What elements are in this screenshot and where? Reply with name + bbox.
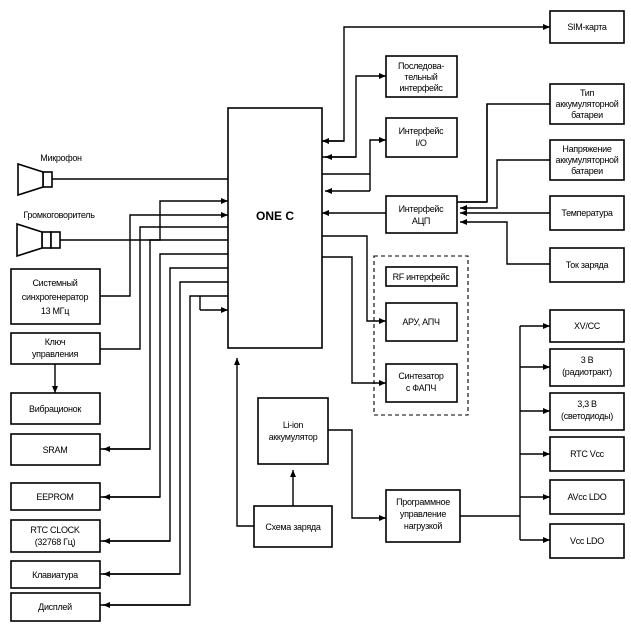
wire-io xyxy=(322,137,386,175)
keyboard-block xyxy=(10,560,101,589)
eeprom-block xyxy=(10,482,101,511)
temperature-label: Температура xyxy=(561,208,613,218)
charge-current-label: Ток заряда xyxy=(566,260,609,270)
wire-oscillator xyxy=(100,212,228,297)
io-label-2: I/O xyxy=(415,138,426,148)
wire-charger-onec xyxy=(234,358,254,527)
battery-voltage-label-1: Напряжение xyxy=(562,144,611,154)
io-label-1: Интерфейс xyxy=(399,126,445,136)
synth-label-2: с ФАПЧ xyxy=(406,383,437,393)
keyboard-label: Клавиатура xyxy=(32,570,78,580)
sim-block xyxy=(549,10,625,44)
serial-label-2: тельный xyxy=(404,72,437,82)
v33-label-1: 3,3 В xyxy=(577,399,597,409)
speaker-icon xyxy=(16,222,61,258)
rtc-vcc-block xyxy=(549,436,625,472)
charge-current-block xyxy=(549,247,625,283)
v33-block xyxy=(549,392,625,431)
load-control-label-1: Программное xyxy=(396,497,450,507)
adc-block xyxy=(385,195,458,234)
sim-label: SIM-карта xyxy=(567,22,607,32)
load-control-block xyxy=(385,489,461,543)
rtc-vcc-label: RTC Vcc xyxy=(570,449,605,459)
io-block xyxy=(385,117,458,158)
wire-key xyxy=(100,226,228,350)
synth-block xyxy=(385,363,458,403)
speaker-label: Громкоговоритель xyxy=(23,210,95,220)
charger-label: Схема заряда xyxy=(265,522,320,532)
key-label-2: управления xyxy=(32,349,79,359)
v3-label-2: (радиотракт) xyxy=(562,367,612,377)
vibrator-block xyxy=(10,392,101,425)
key-block xyxy=(10,332,101,365)
eeprom-label: EEPROM xyxy=(36,492,73,502)
temperature-block xyxy=(549,195,625,231)
wire-synth xyxy=(322,256,386,386)
rtc-clock-label-2: (32768 Гц) xyxy=(35,537,76,547)
wire-speaker xyxy=(60,198,228,241)
adc-label-1: Интерфейс xyxy=(399,204,445,214)
battery-block xyxy=(257,397,329,465)
connection-lines xyxy=(52,24,550,608)
battery-label-2: аккумулятор xyxy=(269,432,318,442)
wire-keyboard xyxy=(100,281,228,575)
oscillator-label-2: синхрогенератор xyxy=(22,292,89,302)
xvcc-block xyxy=(549,309,625,343)
wire-eeprom xyxy=(100,253,228,498)
battery-label-1: Li-ion xyxy=(283,420,304,430)
wire-agc xyxy=(322,235,386,324)
oscillator-label-1: Системный xyxy=(32,278,77,288)
microphone-icon xyxy=(17,162,53,197)
wire-rtc-clock xyxy=(100,267,228,542)
display-label: Дисплей xyxy=(38,602,72,612)
v3-block xyxy=(549,348,625,387)
oscillator-label-3: 13 МГц xyxy=(41,306,69,316)
vcc-ldo-label: Vcc LDO xyxy=(570,536,604,546)
rf-title-label: RF интерфейс xyxy=(393,272,451,282)
sram-label: SRAM xyxy=(43,445,68,455)
load-control-label-3: нагрузкой xyxy=(404,521,442,531)
synth-label-1: Синтезатор xyxy=(398,371,444,381)
agc-block xyxy=(385,302,458,342)
sram-block xyxy=(10,433,101,466)
agc-label: АРУ, АПЧ xyxy=(402,317,440,327)
one-c-block xyxy=(227,107,323,349)
avcc-ldo-block xyxy=(549,479,625,515)
wire-display xyxy=(100,295,228,606)
xvcc-label: XV/CC xyxy=(574,321,601,331)
oscillator-block xyxy=(10,268,101,325)
v3-label-1: 3 В xyxy=(581,355,594,365)
vibrator-label: Вибрационок xyxy=(29,404,81,414)
battery-type-label-2: аккумуляторной xyxy=(556,99,619,109)
serial-label-3: интерфейс xyxy=(399,83,443,93)
display-block xyxy=(10,592,101,622)
avcc-ldo-label: AVcc LDO xyxy=(568,492,607,502)
battery-type-block xyxy=(549,83,625,125)
wire-serial xyxy=(322,73,386,158)
rtc-clock-block xyxy=(10,519,101,553)
battery-voltage-label-3: батареи xyxy=(571,166,603,176)
load-control-label-2: управление xyxy=(400,509,447,519)
adc-label-2: АЦП xyxy=(412,216,430,226)
vcc-ldo-block xyxy=(549,523,625,559)
battery-voltage-label-2: аккумуляторной xyxy=(556,155,619,165)
wire-battery-load xyxy=(328,429,386,521)
wire-sram xyxy=(100,239,228,450)
microphone-label: Микрофон xyxy=(40,153,82,163)
v33-label-2: (светодиоды) xyxy=(561,411,613,421)
rf-title-block xyxy=(385,266,458,287)
battery-voltage-block xyxy=(549,139,625,181)
serial-block xyxy=(385,55,458,98)
one-c-label: ONE C xyxy=(256,209,294,223)
battery-type-label-1: Тип xyxy=(580,88,595,98)
charger-block xyxy=(253,505,333,548)
rtc-clock-label-1: RTC CLOCK xyxy=(30,525,79,535)
key-label-1: Ключ xyxy=(45,337,66,347)
serial-label-1: Последова- xyxy=(398,61,444,71)
battery-type-label-3: батареи xyxy=(571,110,603,120)
